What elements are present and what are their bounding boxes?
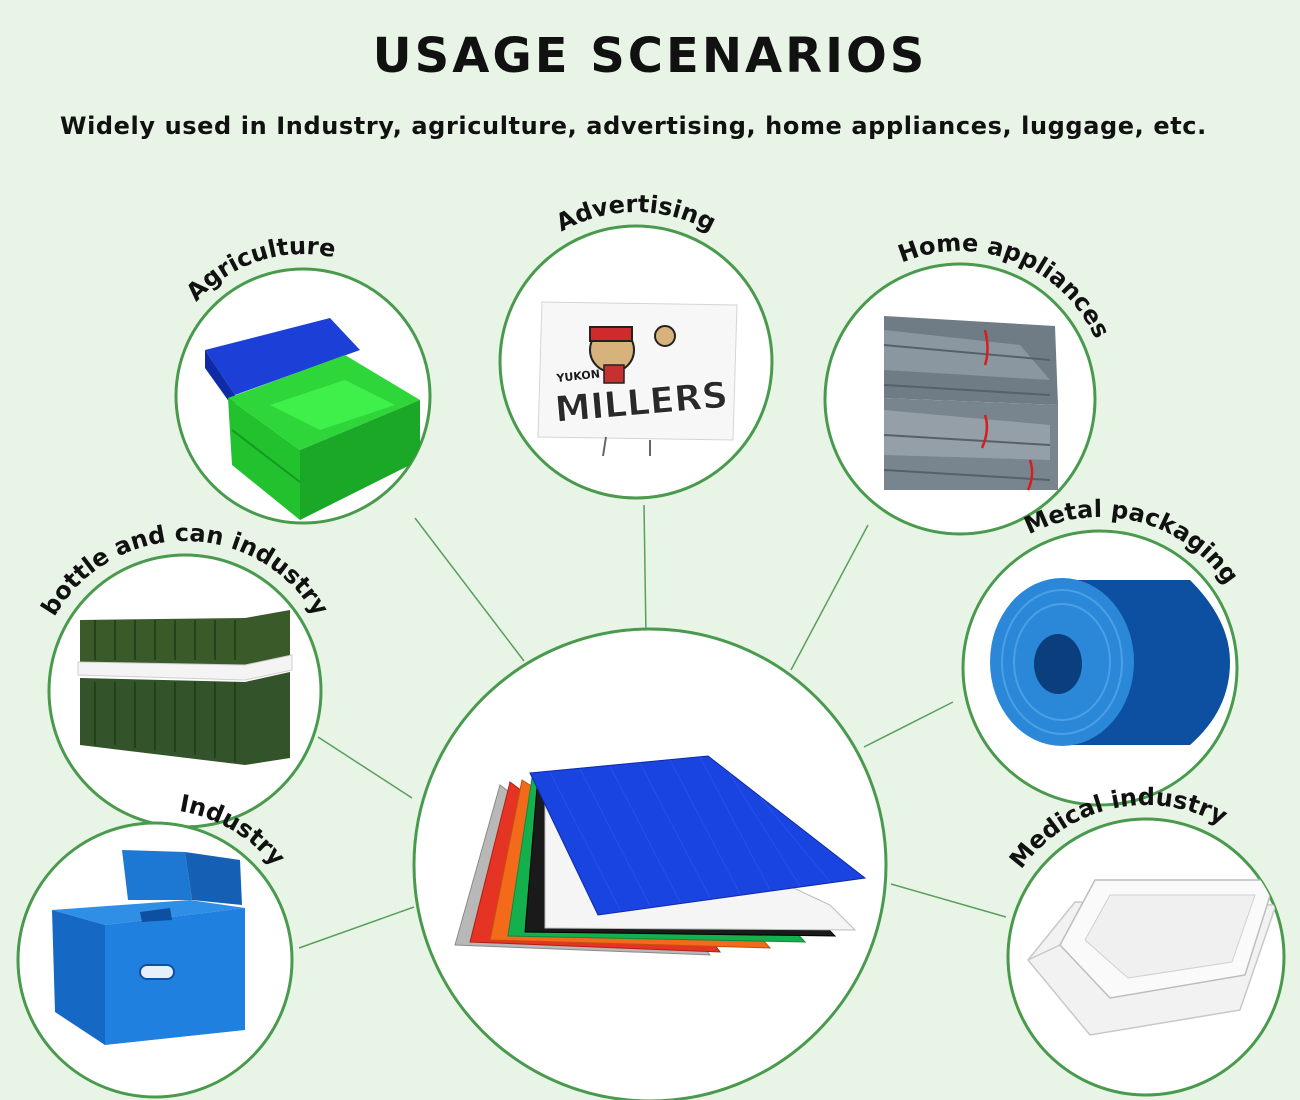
scenario-home-appliances: Home appliances <box>823 229 1116 536</box>
connector-lines <box>298 504 1007 949</box>
blue-tote-box-image <box>52 850 245 1045</box>
connector-industry <box>298 906 415 949</box>
scenario-metal-packaging: Metal packaging <box>961 495 1244 807</box>
scenario-industry: Industry <box>16 789 294 1099</box>
bottle-layer-pads-image <box>77 610 293 765</box>
green-blue-folding-crate-image <box>205 318 420 520</box>
yard-sign-image: YUKON MILLERS <box>537 301 738 457</box>
connector-home-appliances <box>790 524 869 671</box>
grey-sheet-stacks-image <box>883 316 1058 491</box>
sign-top-text: YUKON <box>555 368 601 386</box>
connector-bottle <box>317 736 413 799</box>
scenario-bottle-and-can: bottle and can industry <box>36 519 335 829</box>
scenario-advertising: YUKON MILLERS Advertising <box>498 190 774 500</box>
page-subtitle: Widely used in Industry, agriculture, ad… <box>60 112 1207 140</box>
center-product <box>412 627 888 1100</box>
page-title: USAGE SCENARIOS <box>372 28 928 84</box>
blue-roll-image <box>990 578 1230 746</box>
colored-corrugated-sheets-image <box>454 755 867 956</box>
connector-agriculture <box>414 517 525 662</box>
white-trays-image <box>1027 879 1278 1036</box>
scenario-agriculture: Agriculture <box>174 232 432 525</box>
scenario-medical-industry: Medical industry <box>1004 783 1286 1097</box>
connector-metal <box>863 701 954 748</box>
connector-medical <box>890 883 1007 918</box>
connector-advertising <box>643 504 647 638</box>
